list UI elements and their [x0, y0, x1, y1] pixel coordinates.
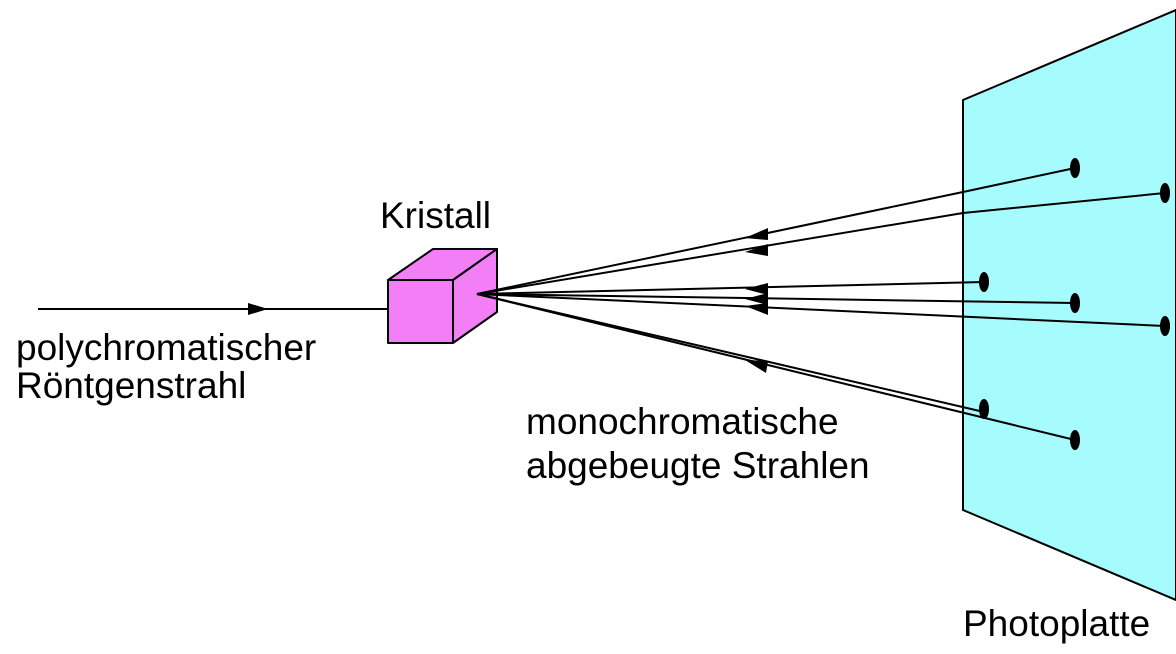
crystal-label: Kristall [380, 195, 492, 236]
diffracted-beam-2 [476, 212, 964, 295]
diffraction-spot [979, 272, 989, 292]
diffracted-beam-1 [476, 191, 964, 295]
incident-beam-label-line1: polychromatischer [16, 327, 317, 368]
diffracted-beams-label-line1: monochromatische [526, 401, 839, 442]
arrowhead-5 [745, 303, 768, 315]
diffracted-beams-label-line2: abgebeugte Strahlen [526, 445, 870, 486]
arrowhead-2 [745, 244, 768, 256]
diffraction-spot [979, 399, 989, 419]
diffracted-beam-7 [476, 293, 1076, 441]
diffraction-spot [1160, 316, 1170, 336]
diffracted-arrowheads [745, 228, 768, 373]
diffracted-beams [476, 167, 1166, 441]
crystal-cube [387, 248, 498, 344]
diffraction-spot [1070, 293, 1080, 313]
diffraction-spot [1160, 183, 1170, 203]
incident-beam [38, 303, 388, 315]
diffraction-spot [1070, 158, 1080, 178]
photo-plate [962, 8, 1176, 602]
incident-arrowhead [248, 303, 268, 315]
incident-beam-label-line2: Röntgenstrahl [16, 365, 247, 406]
crystal-front-face [387, 279, 454, 344]
arrowhead-6 [745, 360, 768, 373]
diffraction-spot [1070, 430, 1080, 450]
diffracted-beam-5 [476, 293, 1166, 327]
arrowhead-1 [745, 228, 768, 240]
arrowhead-3 [745, 283, 768, 295]
photo-plate-label: Photoplatte [963, 603, 1151, 644]
diffracted-beam-3 [476, 281, 985, 295]
diffracted-beam-4 [476, 293, 1076, 304]
diffraction-spots [979, 158, 1170, 450]
arrowhead-4 [745, 293, 768, 305]
crystal-side-face [452, 248, 498, 344]
